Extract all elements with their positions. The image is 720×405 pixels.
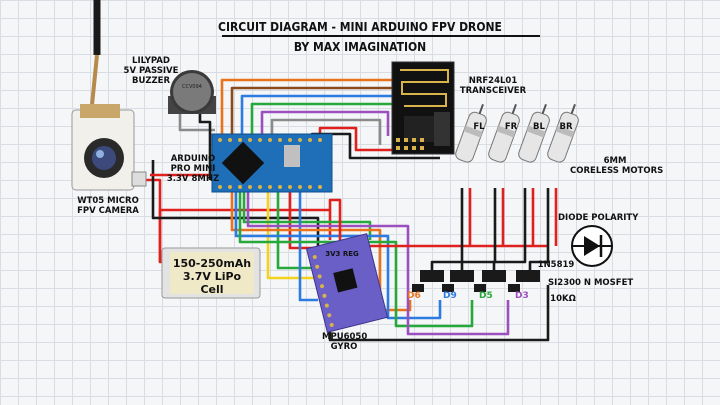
camera-label-line2: FPV CAMERA bbox=[77, 206, 139, 216]
wire-bl-neg bbox=[492, 188, 527, 272]
arduino-label: ARDUINO PRO MINI 3.3V 8MHZ bbox=[160, 154, 226, 184]
wire-buzzer-gnd bbox=[198, 110, 212, 180]
wire-green-loop bbox=[242, 190, 372, 240]
motor-label-fr: FR bbox=[504, 122, 518, 132]
wire-nrf-purple bbox=[260, 110, 390, 140]
mosfet-3 bbox=[474, 270, 506, 292]
motors-caption: 6MM CORELESS MOTORS bbox=[570, 156, 664, 176]
motors-caption-line1: 6MM bbox=[603, 156, 627, 166]
wire-d5 bbox=[238, 190, 474, 328]
wire-d3 bbox=[246, 190, 510, 336]
wire-fl-neg bbox=[430, 188, 464, 272]
page-title: CIRCUIT DIAGRAM - MINI ARDUINO FPV DRONE bbox=[218, 20, 502, 34]
pin-label-d3: D3 bbox=[515, 291, 529, 301]
motor-label-bl: BL bbox=[533, 122, 545, 132]
motor-fl bbox=[455, 103, 487, 163]
buzzer-label-line1: LILYPAD bbox=[132, 56, 170, 66]
fpv-camera bbox=[71, 104, 147, 191]
pin-label-d6: D6 bbox=[407, 291, 421, 301]
pin-label-d9: D9 bbox=[443, 291, 457, 301]
nrf-label: NRF24L01 TRANSCEIVER bbox=[458, 76, 528, 96]
arduino-label-line3: 3.3V 8MHZ bbox=[166, 174, 220, 184]
mpu6050-module bbox=[305, 233, 389, 333]
page-subtitle: BY MAX IMAGINATION bbox=[293, 40, 427, 54]
battery-label: 150-250mAh 3.7V LiPo Cell bbox=[170, 257, 254, 296]
motor-label-br: BR bbox=[559, 122, 573, 132]
mosfet-part-label: SI2300 N MOSFET bbox=[548, 278, 634, 288]
motors bbox=[455, 103, 579, 163]
motor-br bbox=[547, 103, 579, 163]
wire-br-neg bbox=[528, 188, 550, 272]
buzzer-label: LILYPAD 5V PASSIVE BUZZER bbox=[118, 56, 184, 86]
wire-mpu-sda bbox=[276, 190, 318, 270]
wire-d6 bbox=[230, 190, 412, 312]
diode-polarity-label: DIODE POLARITY bbox=[558, 213, 639, 223]
wire-d9 bbox=[234, 190, 442, 320]
wire-mpu-scl bbox=[266, 190, 318, 280]
pin-label-d5: D5 bbox=[479, 291, 493, 301]
diode-part-label: 1N5819 bbox=[537, 260, 575, 270]
lipo-battery bbox=[161, 247, 261, 299]
wire-fr-neg bbox=[460, 188, 497, 272]
mpu-label: MPU6050 GYRO bbox=[322, 332, 368, 352]
motor-label-fl: FL bbox=[473, 122, 485, 132]
mosfet-2 bbox=[442, 270, 474, 292]
resistor-value-label: 10KΩ bbox=[550, 294, 576, 304]
nrf24l01-module bbox=[391, 61, 455, 155]
arduino-label-line1: ARDUINO bbox=[170, 154, 216, 164]
camera-label: WT05 MICRO FPV CAMERA bbox=[70, 196, 146, 216]
title-rule bbox=[222, 35, 540, 37]
buzzer-label-line2: 5V PASSIVE bbox=[123, 66, 179, 76]
buzzer-label-line3: BUZZER bbox=[131, 76, 171, 86]
motor-fr bbox=[488, 103, 520, 163]
mosfet-1 bbox=[412, 270, 444, 292]
buzzer: CCV094 bbox=[168, 70, 216, 114]
wire-motor-vbus bbox=[328, 198, 548, 248]
motor-bl bbox=[518, 103, 550, 163]
arduino-label-line2: PRO MINI bbox=[170, 164, 216, 174]
diode-polarity-symbol bbox=[571, 225, 613, 267]
battery-capacity: 150-250mAh bbox=[172, 257, 252, 270]
wire-nrf-vcc bbox=[318, 126, 440, 152]
mosfet-row bbox=[412, 270, 540, 292]
arduino-pro-mini bbox=[211, 133, 333, 193]
camera-label-line1: WT05 MICRO bbox=[77, 196, 139, 206]
battery-voltage: 3.7V LiPo Cell bbox=[182, 270, 242, 296]
nrf-label-line1: NRF24L01 bbox=[468, 76, 518, 86]
mosfet-4 bbox=[508, 270, 540, 292]
nrf-label-line2: TRANSCEIVER bbox=[459, 86, 527, 96]
mpu-label-line1: MPU6050 bbox=[322, 332, 368, 342]
svg-text:CCV094: CCV094 bbox=[182, 84, 202, 90]
wire-nrf-gray bbox=[270, 118, 382, 145]
mpu-label-line2: GYRO bbox=[330, 342, 358, 352]
regulator-label: 3V3 REG bbox=[325, 250, 359, 258]
antenna-coax bbox=[90, 54, 99, 106]
motors-caption-line2: CORELESS MOTORS bbox=[570, 166, 664, 176]
